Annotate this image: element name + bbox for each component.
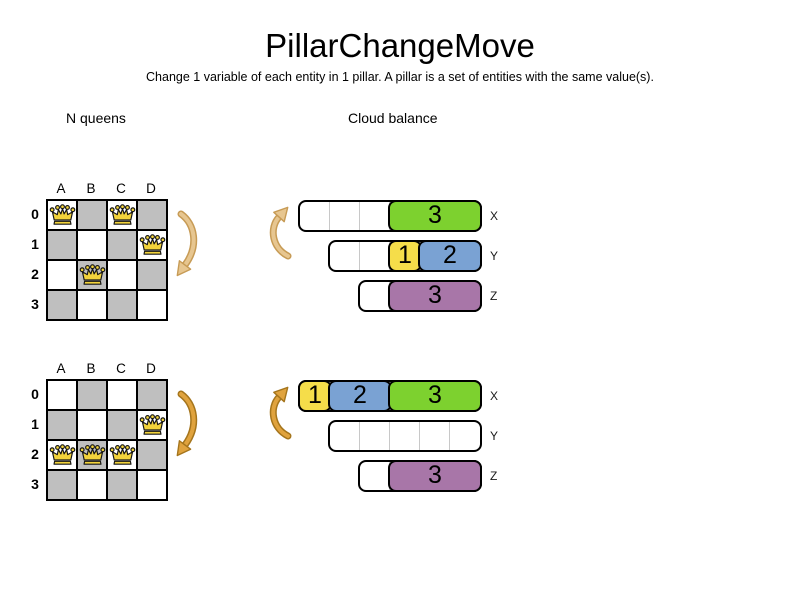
machine-label: Z [490,289,498,303]
process-block: 3 [388,280,482,312]
chess-board [46,379,168,501]
board-cell [77,200,107,230]
column-header: C [116,181,126,196]
cell-divider [359,242,360,270]
queen-icon [49,444,76,465]
section-label-nqueens: N queens [66,110,126,126]
board-cell [47,380,77,410]
board-cell [47,410,77,440]
process-block: 2 [328,380,392,412]
row-label: 3 [31,296,39,312]
board-cell [107,230,137,260]
column-header: D [146,361,156,376]
cell-divider [449,422,450,450]
column-header: A [56,181,66,196]
machine-label: X [490,209,499,223]
nqueens-board-after: A B C D 0 1 2 3 [26,361,226,539]
column-header: A [56,361,66,376]
board-cell [47,290,77,320]
machine-bar-z: 3 [358,280,482,312]
machine-bar-y [328,420,482,452]
board-cell [77,290,107,320]
board-cell [77,470,107,500]
column-header: B [86,181,96,196]
board-cell [77,380,107,410]
move-arrow-cloud-after [269,386,292,440]
board-cell [107,290,137,320]
page-title: PillarChangeMove [265,27,535,64]
board-cell [107,380,137,410]
machine-label: Y [490,429,499,443]
board-cell [107,260,137,290]
move-arrow-queens-before [176,210,198,277]
process-block: 3 [388,200,482,232]
subtitle: Change 1 variable of each entity in 1 pi… [146,70,654,84]
board-cell [137,200,167,230]
board-cell [137,230,167,260]
machine-label: Z [490,469,498,483]
cell-divider [359,422,360,450]
chess-board [46,199,168,321]
row-label: 1 [31,236,39,252]
queen-icon [79,264,106,285]
board-cell [137,380,167,410]
column-header: C [116,361,126,376]
column-header: D [146,181,156,196]
queen-icon [109,204,136,225]
machine-bar-z: 3 [358,460,482,492]
queen-icon [49,204,76,225]
queen-icon [79,444,106,465]
board-cell [107,410,137,440]
board-cell [137,290,167,320]
machine-label: Y [490,249,499,263]
move-arrow-cloud-before [269,206,292,260]
row-label: 2 [31,446,39,462]
board-cell [47,440,77,470]
board-cell [47,200,77,230]
board-cell [137,470,167,500]
cell-divider [329,202,330,230]
board-cell [107,440,137,470]
move-arrow-queens-after [176,390,198,457]
cell-divider [419,422,420,450]
machine-label: X [490,389,499,403]
row-label: 3 [31,476,39,492]
machine-bar-x: 3 [298,200,482,232]
queen-icon [109,444,136,465]
board-column-headers: A B C D [46,181,166,196]
row-label: 2 [31,266,39,282]
board-cell [137,410,167,440]
nqueens-board-before: A B C D 0 1 2 3 [26,181,226,359]
row-label: 0 [31,386,39,402]
process-block: 1 [388,240,422,272]
board-cell [107,470,137,500]
process-block: 2 [418,240,482,272]
board-column-headers: A B C D [46,361,166,376]
queen-icon [139,414,166,435]
board-cell [77,260,107,290]
board-cell [47,230,77,260]
board-cell [107,200,137,230]
process-block: 3 [388,460,482,492]
cell-divider [389,422,390,450]
board-cell [47,260,77,290]
board-cell [77,440,107,470]
column-header: B [86,361,96,376]
board-cell [47,470,77,500]
cell-divider [359,202,360,230]
row-label: 0 [31,206,39,222]
board-cell [77,410,107,440]
board-cell [137,260,167,290]
board-cell [137,440,167,470]
row-label: 1 [31,416,39,432]
queen-icon [139,234,166,255]
section-label-cloud: Cloud balance [348,110,438,126]
process-block: 3 [388,380,482,412]
board-cell [77,230,107,260]
